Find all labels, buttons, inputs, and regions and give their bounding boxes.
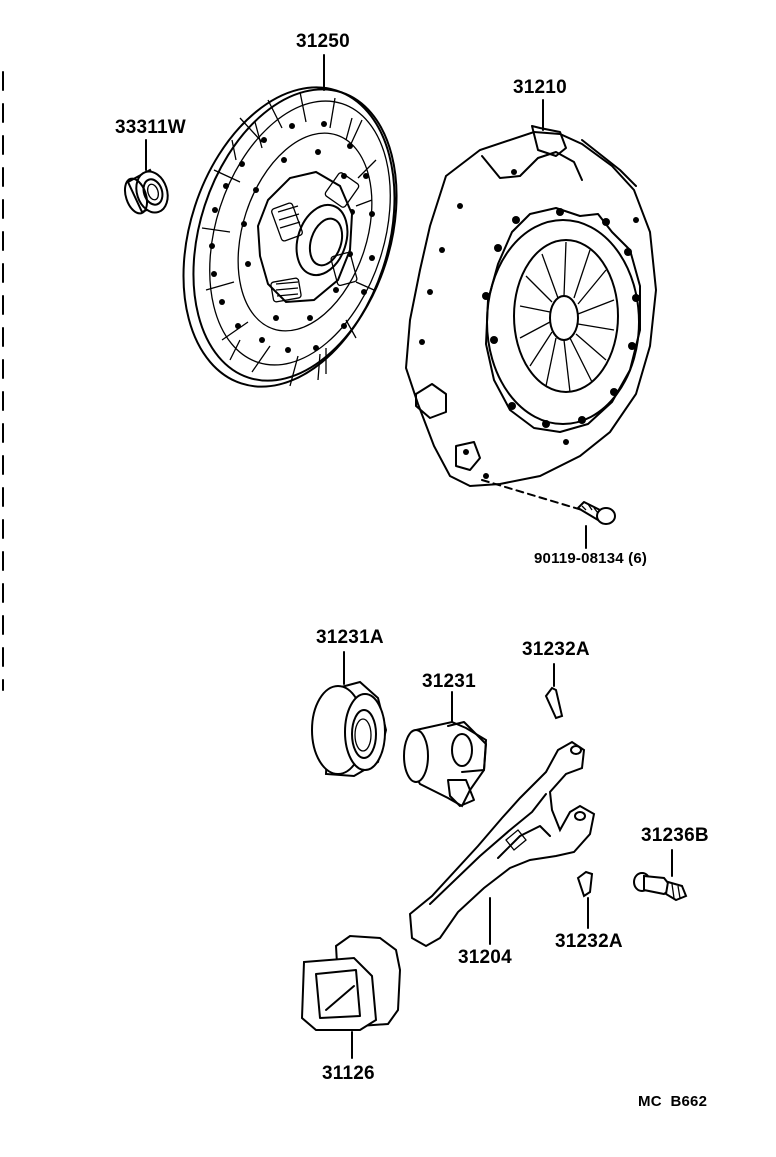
figure-code: MC B662 bbox=[638, 1093, 708, 1110]
clutch-disc-31250 bbox=[182, 54, 398, 388]
label-31204: 31204 bbox=[458, 947, 512, 968]
label-31231: 31231 bbox=[422, 671, 476, 692]
bolt-90119-08134 bbox=[577, 501, 616, 549]
release-fork-31204 bbox=[408, 740, 596, 948]
label-31232A-bottom: 31232A bbox=[555, 931, 623, 952]
label-33311W: 33311W bbox=[115, 117, 186, 138]
pivot-stud-31236B bbox=[633, 849, 688, 902]
label-31250: 31250 bbox=[296, 31, 350, 52]
label-31232A-top: 31232A bbox=[522, 639, 590, 660]
boot-31126 bbox=[300, 934, 402, 1059]
label-31236B: 31236B bbox=[641, 825, 709, 846]
release-hub-31231 bbox=[403, 691, 488, 808]
label-90119-08134: 90119-08134 (6) bbox=[534, 550, 648, 567]
clutch-cover-31210 bbox=[404, 99, 658, 511]
label-31126: 31126 bbox=[322, 1063, 375, 1084]
label-31231A: 31231A bbox=[316, 627, 384, 648]
clip-31232A-top bbox=[544, 663, 564, 720]
clip-31232A-bottom bbox=[576, 870, 594, 929]
pilot-bearing-33311W bbox=[123, 139, 169, 215]
label-31210: 31210 bbox=[513, 77, 567, 98]
diaphragm-fingers bbox=[519, 241, 615, 393]
release-bearing-31231A bbox=[311, 651, 388, 778]
